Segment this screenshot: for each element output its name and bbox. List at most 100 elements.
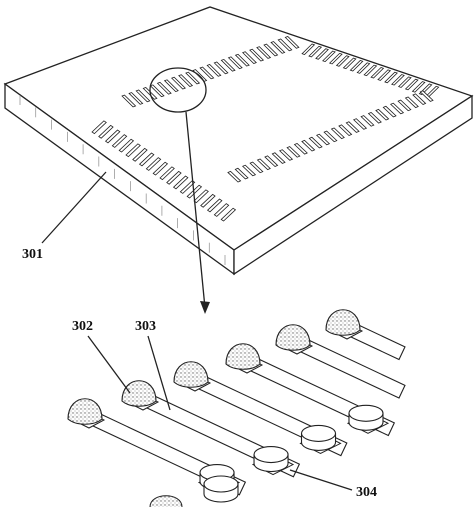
lead — [377, 69, 392, 81]
lead — [271, 152, 286, 164]
lead — [213, 61, 229, 75]
lead — [323, 130, 338, 143]
lead — [397, 76, 412, 88]
lead — [404, 96, 419, 109]
label-302: 302 — [72, 319, 93, 334]
lead-array-bottom-right — [227, 90, 434, 183]
lead — [179, 180, 196, 194]
lead — [277, 38, 293, 52]
lead — [234, 53, 250, 67]
lead — [397, 99, 412, 112]
bump-dome — [225, 343, 261, 370]
lead — [308, 136, 323, 149]
lead — [199, 66, 215, 80]
lead — [185, 71, 201, 85]
lead — [363, 64, 378, 77]
lead — [256, 158, 271, 171]
lead — [193, 189, 209, 204]
lead — [118, 138, 135, 153]
lead — [389, 102, 405, 115]
lead — [145, 157, 162, 171]
lead-array-top-left — [121, 35, 300, 108]
lead — [315, 133, 331, 146]
lead — [263, 43, 279, 57]
lead — [159, 166, 175, 181]
lead — [367, 112, 382, 124]
leader-line-303 — [147, 335, 171, 411]
detail-circle — [149, 67, 207, 113]
leader-line-304 — [289, 469, 353, 491]
pad-top — [300, 424, 337, 442]
lead — [391, 74, 405, 86]
lead — [249, 161, 264, 174]
lead — [98, 124, 114, 139]
substrate-right-face — [233, 94, 473, 276]
lead — [163, 79, 179, 93]
lead — [342, 57, 357, 70]
detail-arrow-line — [185, 111, 206, 309]
label-303: 303 — [135, 319, 156, 334]
lead — [111, 134, 128, 148]
lead — [315, 48, 329, 60]
lead — [227, 170, 242, 183]
lead — [170, 76, 186, 90]
lead — [138, 152, 155, 167]
bump-dome-partial — [149, 495, 183, 507]
lead — [256, 46, 272, 59]
lead — [220, 207, 237, 222]
lead — [278, 149, 294, 161]
bump-dome — [173, 361, 209, 388]
bump-dome — [325, 309, 361, 336]
lead — [352, 118, 368, 130]
lead — [234, 167, 249, 180]
lead — [213, 203, 230, 217]
lead — [220, 58, 236, 72]
lead — [293, 143, 308, 155]
lead — [135, 89, 151, 103]
label-304: 304 — [356, 485, 377, 500]
substrate-top-face — [3, 6, 474, 251]
lead — [264, 155, 279, 167]
enlarged-detail — [67, 309, 406, 507]
lead — [132, 147, 148, 162]
lead — [412, 93, 427, 105]
lead-array-top-right — [301, 43, 440, 98]
label-301: 301 — [22, 247, 43, 262]
lead — [270, 41, 286, 54]
lead — [349, 59, 364, 72]
lead — [301, 139, 316, 152]
lead — [249, 48, 265, 62]
bump-dome — [121, 380, 157, 407]
lead — [328, 52, 343, 65]
lead — [241, 164, 257, 177]
lead — [149, 84, 165, 98]
left-face-shading — [19, 95, 226, 265]
lead — [286, 146, 301, 158]
lead — [200, 193, 216, 208]
lead — [178, 74, 194, 87]
lead — [128, 92, 144, 105]
lead — [156, 81, 172, 95]
pad-top — [253, 445, 289, 464]
bump-dome — [275, 324, 311, 351]
lead — [206, 64, 222, 77]
leader-line-301 — [41, 171, 107, 244]
lead — [125, 143, 141, 158]
trace-array — [67, 309, 406, 507]
leader-line-302 — [87, 335, 131, 394]
lead — [382, 105, 397, 118]
lead — [384, 71, 398, 84]
lead — [227, 56, 243, 70]
lead — [322, 50, 336, 63]
lead — [375, 108, 390, 121]
lead — [284, 35, 300, 49]
lead — [411, 81, 426, 93]
lead — [121, 94, 137, 108]
lead — [338, 124, 353, 136]
lead — [330, 127, 345, 140]
lead — [335, 55, 350, 67]
substrate-package — [3, 6, 474, 314]
lead — [152, 161, 169, 176]
lead — [370, 67, 385, 79]
lead — [345, 121, 360, 133]
